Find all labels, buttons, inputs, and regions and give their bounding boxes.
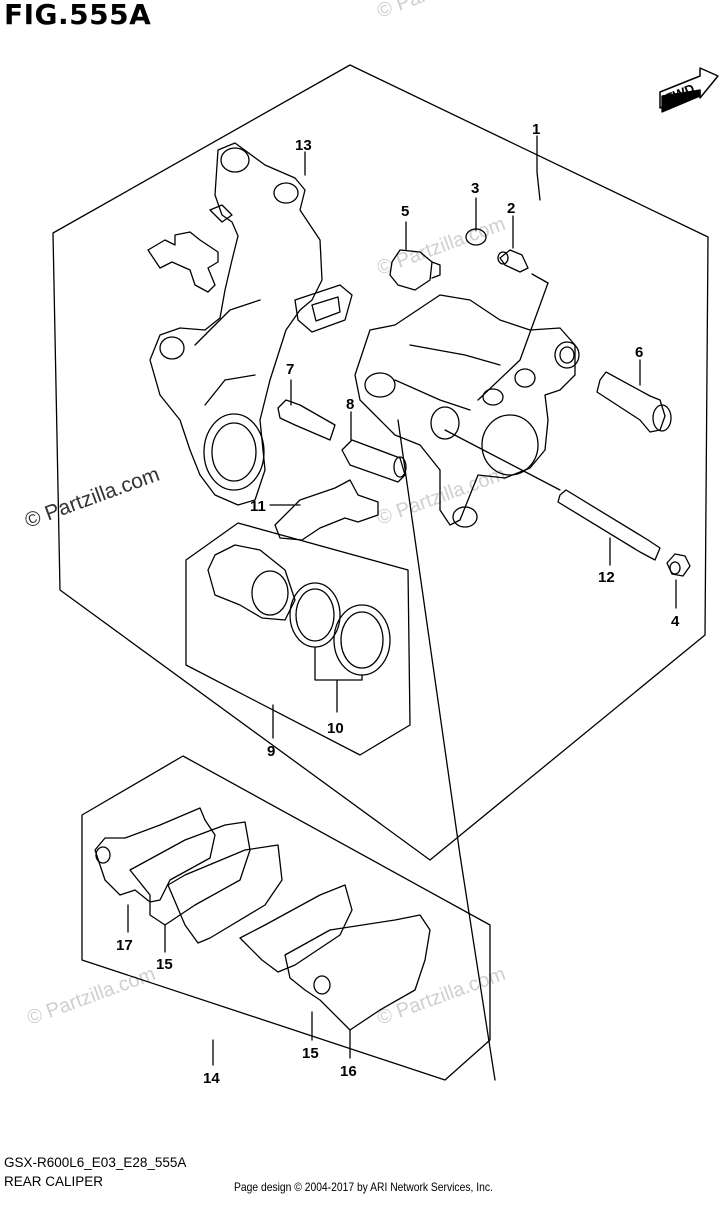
brake-pad-17 <box>94 807 216 903</box>
callout-16: 16 <box>340 1063 357 1080</box>
pad-spring-11 <box>274 479 379 541</box>
brake-pad-16 <box>284 914 431 1031</box>
watermark: © Partzilla.com <box>24 963 158 1030</box>
copyright-notice: Page design © 2004-2017 by ARI Network S… <box>234 1180 493 1194</box>
bleeder-screw <box>497 249 529 273</box>
callout-numbers: 1 2 3 4 5 6 7 8 9 10 11 12 13 14 15 15 1… <box>116 121 680 1087</box>
callout-11: 11 <box>250 498 266 515</box>
callout-1: 1 <box>532 121 540 138</box>
brake-pad-lining <box>239 884 353 973</box>
assembly-1-outline <box>52 64 709 861</box>
callout-6: 6 <box>635 344 643 361</box>
callout-15b: 15 <box>302 1045 319 1062</box>
callout-14: 14 <box>203 1070 220 1087</box>
leader-line <box>397 419 496 1081</box>
callout-3: 3 <box>471 180 479 197</box>
watermark: © Partzilla.com <box>374 963 508 1030</box>
dust-seal <box>333 604 391 676</box>
watermark: © Partzilla.com <box>374 213 508 280</box>
callout-13: 13 <box>295 137 312 154</box>
watermark: © Partzilla.com <box>374 463 508 530</box>
caliper-body <box>354 294 580 528</box>
figure-title: FIG.555A <box>4 0 152 31</box>
piston-seal <box>289 582 341 648</box>
piston-kit-outline <box>185 522 411 756</box>
caliper-bracket <box>149 142 353 506</box>
fwd-arrow-icon: FWD <box>659 67 719 113</box>
callout-12: 12 <box>598 569 615 586</box>
callout-15: 15 <box>156 956 173 973</box>
brake-pad-15b <box>167 844 283 944</box>
slide-pin-6 <box>596 371 672 433</box>
leader-line <box>536 135 541 201</box>
callout-10: 10 <box>327 720 344 737</box>
piston <box>207 544 296 621</box>
brake-pad-15 <box>129 821 251 926</box>
cap-4 <box>666 553 691 577</box>
leader-line <box>444 429 561 491</box>
bolt-7 <box>277 399 336 441</box>
leader-line <box>531 273 549 284</box>
leader-line <box>477 282 549 401</box>
section-name: REAR CALIPER <box>4 1174 104 1189</box>
callout-5: 5 <box>401 203 409 220</box>
slide-pin-12 <box>557 489 661 561</box>
sleeve-8 <box>341 439 407 483</box>
callout-17: 17 <box>116 937 133 954</box>
watermark: © Partzilla.com <box>22 463 163 533</box>
watermark: © Partzilla.com <box>374 0 508 23</box>
callout-2: 2 <box>507 200 515 217</box>
boot <box>389 249 441 291</box>
callout-7: 7 <box>286 361 294 378</box>
model-code: GSX-R600L6_E03_E28_555A <box>4 1155 187 1170</box>
callout-4: 4 <box>671 613 680 630</box>
leader-line <box>314 647 363 713</box>
pad-set-outline <box>81 755 491 1081</box>
callout-8: 8 <box>346 396 354 413</box>
pad-spring-clip <box>147 231 219 293</box>
callout-9: 9 <box>267 743 275 760</box>
